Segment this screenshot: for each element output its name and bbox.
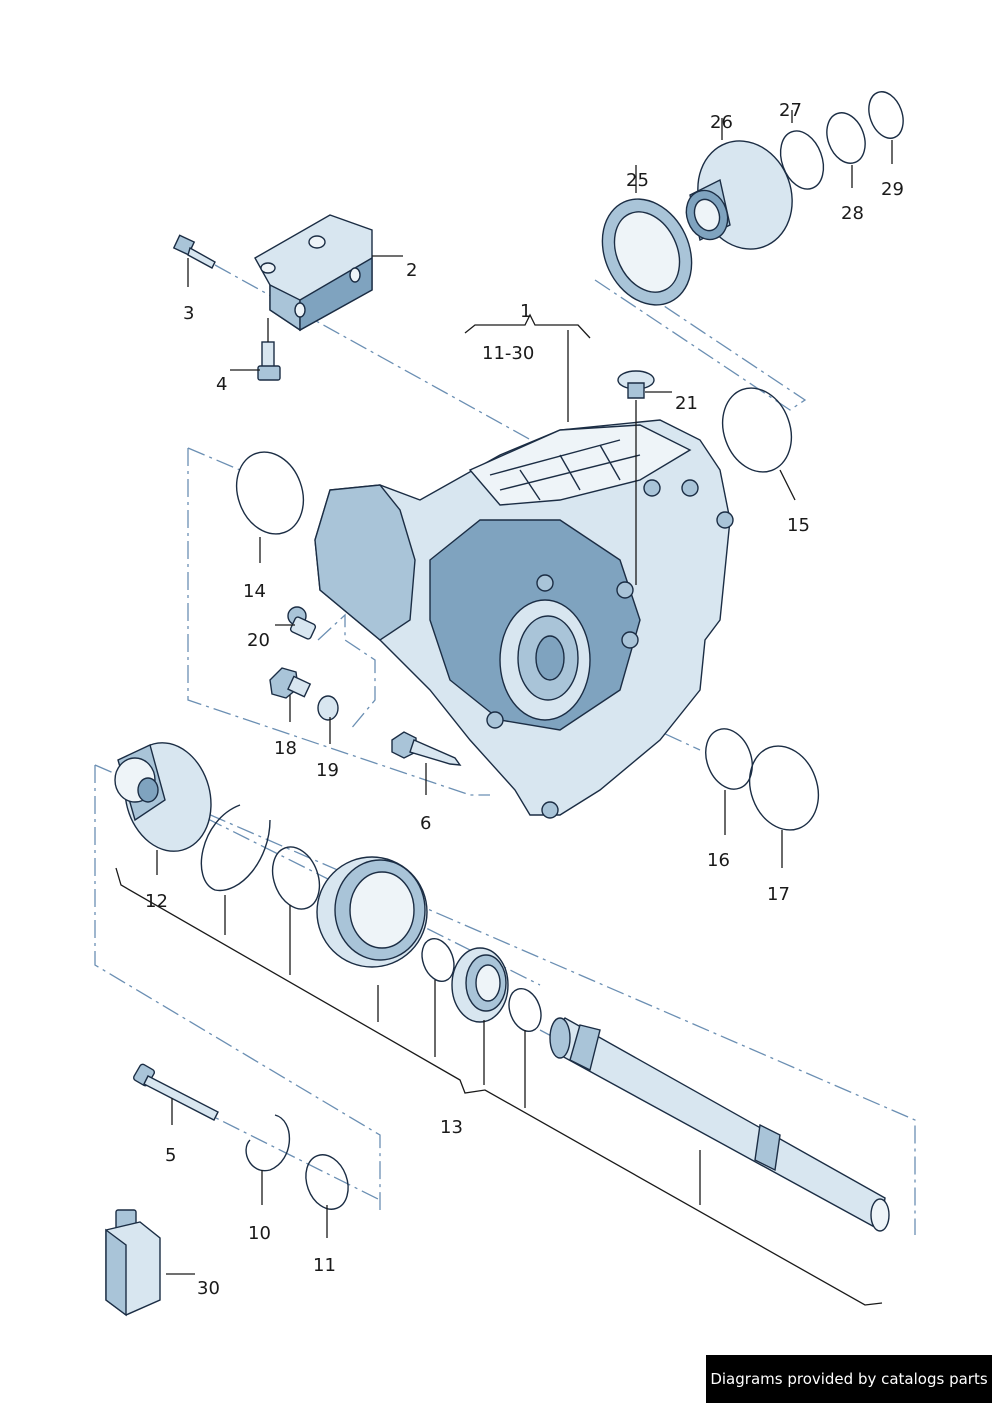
callout-25: 25 (626, 170, 649, 191)
bolt-part-3 (172, 234, 216, 269)
callout-29: 29 (881, 179, 904, 200)
callout-3: 3 (183, 303, 194, 324)
plug-part-20 (287, 606, 317, 640)
cover-part-12 (114, 742, 212, 852)
callout-16: 16 (707, 850, 730, 871)
callout-labels: 1 11-30 2 3 4 21 25 26 27 28 29 15 14 20… (145, 100, 904, 1299)
seal-ring-part-16 (705, 728, 753, 790)
bracket-part (254, 214, 373, 332)
callout-21: 21 (675, 393, 698, 414)
callout-1: 1 (520, 301, 531, 322)
small-rings-27-29 (779, 91, 904, 190)
callout-13: 13 (440, 1117, 463, 1138)
callout-30: 30 (197, 1278, 220, 1299)
plug-part-21 (617, 370, 655, 399)
credit-text: Diagrams provided by catalogs parts (710, 1370, 988, 1388)
catalog-credit-banner: Diagrams provided by catalogs parts (706, 1355, 992, 1403)
callout-2: 2 (406, 260, 417, 281)
callout-27: 27 (779, 100, 802, 121)
seal-ring-part-14 (235, 451, 305, 535)
leader-lines (115, 110, 893, 1306)
callout-6: 6 (420, 813, 431, 834)
callout-4: 4 (216, 374, 227, 395)
bearing-small (451, 947, 509, 1023)
callout-26: 26 (710, 112, 733, 133)
callout-18: 18 (274, 738, 297, 759)
callout-28: 28 (841, 203, 864, 224)
oil-bottle-part-30 (105, 1209, 161, 1317)
callout-1-range: 11-30 (482, 343, 534, 364)
callout-19: 19 (316, 760, 339, 781)
callout-11: 11 (313, 1255, 336, 1276)
bolt-part-4 (257, 341, 281, 381)
seal-ring-part-17 (748, 745, 820, 831)
seal-ring-part-15 (721, 387, 793, 473)
callout-10: 10 (248, 1223, 271, 1244)
transfer-case-housing (314, 419, 734, 819)
seal-ring-part-25 (601, 198, 693, 306)
bolt-part-6 (391, 731, 462, 766)
flange-part-26 (685, 140, 793, 250)
callout-20: 20 (247, 630, 270, 651)
bearing-large (316, 856, 428, 968)
callout-12: 12 (145, 891, 168, 912)
callout-15: 15 (787, 515, 810, 536)
plug-part-18 (269, 667, 312, 699)
bolt-part-5 (132, 1063, 219, 1121)
callout-14: 14 (243, 581, 266, 602)
callout-17: 17 (767, 884, 790, 905)
output-shaft (549, 1017, 890, 1232)
callout-5: 5 (165, 1145, 176, 1166)
washer-part-19 (317, 695, 339, 721)
circlips-group (200, 804, 542, 1210)
